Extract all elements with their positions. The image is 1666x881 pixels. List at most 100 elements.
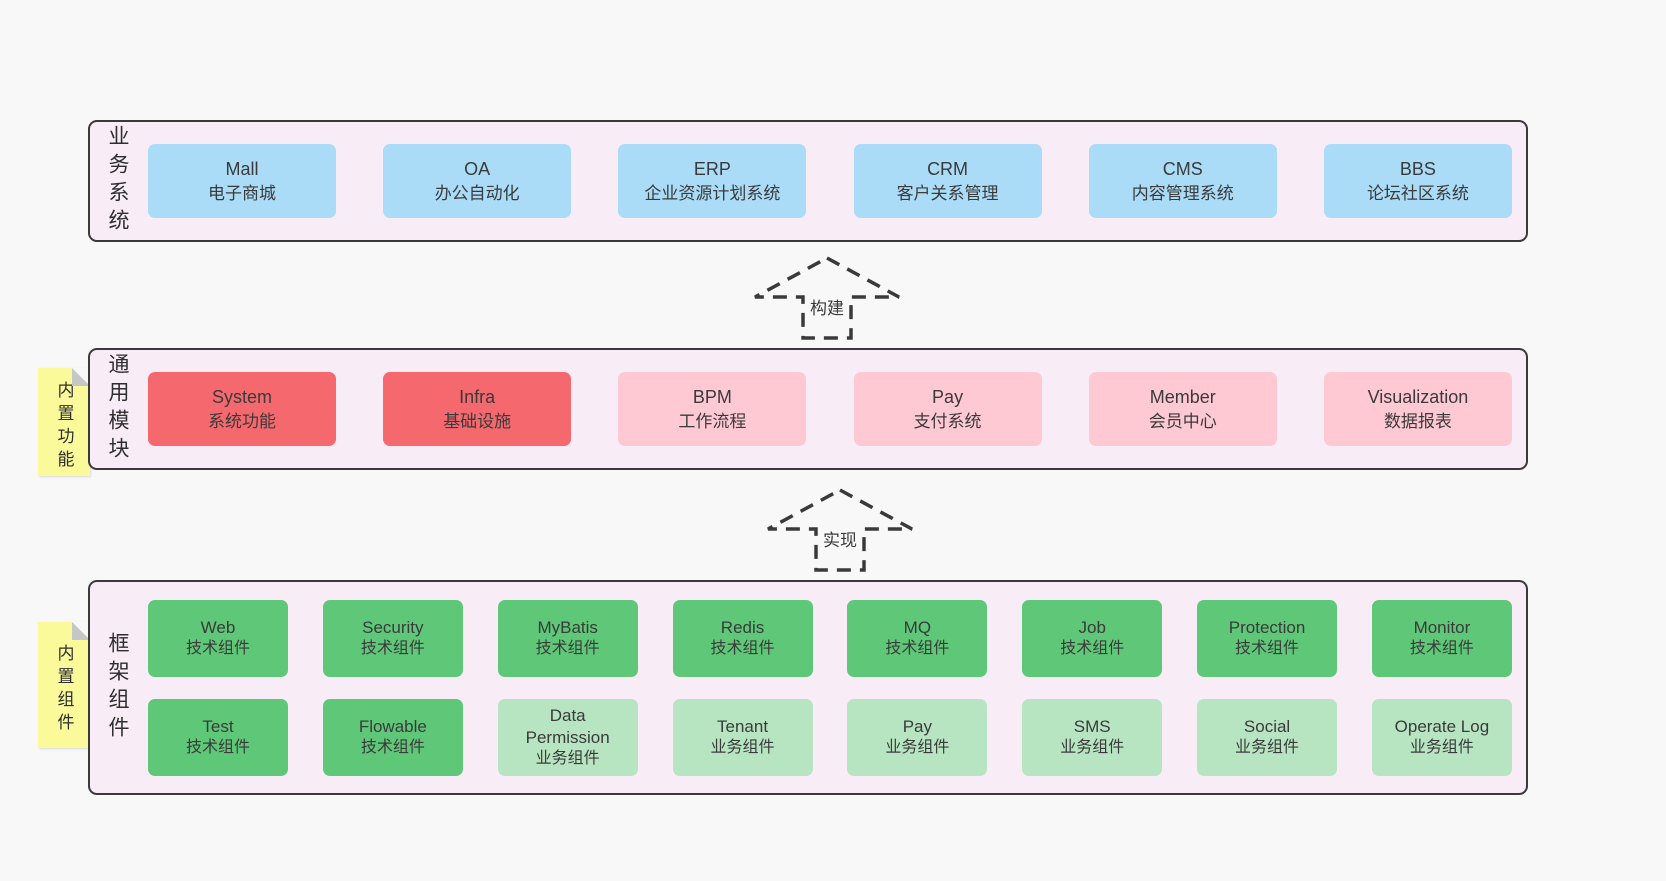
- module-boxes-row: System 系统功能 Infra 基础设施 BPM 工作流程 Pay 支付系统…: [148, 372, 1512, 446]
- sticky-note-built-in-components: 内置组件: [38, 622, 90, 748]
- box-subtitle: 论坛社区系统: [1366, 183, 1469, 203]
- box-title: MQ: [903, 617, 932, 637]
- box-title: BBS: [1399, 158, 1436, 179]
- box-infra: Infra 基础设施: [383, 372, 572, 446]
- build-arrow: 构建: [752, 255, 902, 341]
- box-title: Pay: [902, 716, 933, 736]
- sticky-label: 内置功能: [54, 381, 74, 473]
- box-sms: SMS 业务组件: [1022, 698, 1163, 776]
- box-erp: ERP 企业资源计划系统: [618, 144, 807, 218]
- box-subtitle: 客户关系管理: [896, 183, 999, 203]
- box-title: Redis: [720, 617, 765, 637]
- box-title: Tenant: [717, 716, 769, 736]
- box-subtitle: 业务组件: [535, 749, 600, 767]
- sticky-fold-icon: [72, 368, 90, 386]
- layer-common-modules: 通用模块 System 系统功能 Infra 基础设施 BPM 工作流程 Pay…: [88, 348, 1528, 470]
- up-arrow-icon: [767, 488, 913, 572]
- component-row-1: Web 技术组件 Security 技术组件 MyBatis 技术组件 Redi…: [148, 599, 1512, 677]
- box-title: Operate Log: [1394, 716, 1490, 736]
- box-title: Monitor: [1413, 617, 1471, 637]
- component-row-2: Test 技术组件 Flowable 技术组件 Data Permission …: [148, 698, 1512, 776]
- box-subtitle: 会员中心: [1148, 411, 1217, 431]
- box-subtitle: 企业资源计划系统: [644, 183, 781, 203]
- box-title: Pay: [932, 386, 964, 407]
- box-title: Mall: [225, 158, 259, 179]
- box-title: Data Permission: [525, 705, 610, 747]
- box-title: SMS: [1073, 716, 1111, 736]
- box-mall: Mall 电子商城: [148, 144, 336, 218]
- box-subtitle: 技术组件: [360, 738, 425, 756]
- box-title: Social: [1243, 716, 1291, 736]
- box-title: Security: [362, 617, 424, 637]
- box-bbs: BBS 论坛社区系统: [1323, 144, 1512, 218]
- box-visualization: Visualization 数据报表: [1323, 372, 1512, 446]
- layer-business-systems: 业务系统 Mall 电子商城 OA 办公自动化 ERP 企业资源计划系统 CRM…: [88, 120, 1528, 242]
- box-subtitle: 业务组件: [885, 738, 950, 756]
- box-title: OA: [464, 158, 491, 179]
- box-security: Security 技术组件: [322, 599, 463, 677]
- box-job: Job 技术组件: [1022, 599, 1163, 677]
- box-subtitle: 技术组件: [1409, 639, 1474, 657]
- box-title: Visualization: [1367, 386, 1469, 407]
- box-title: Web: [200, 617, 236, 637]
- box-subtitle: 支付系统: [913, 411, 982, 431]
- box-social: Social 业务组件: [1197, 698, 1338, 776]
- box-web: Web 技术组件: [148, 599, 288, 677]
- box-subtitle: 办公自动化: [434, 183, 520, 203]
- implement-arrow-label: 实现: [821, 524, 859, 552]
- box-oa: OA 办公自动化: [383, 144, 572, 218]
- layer-framework-components: 框架组件 Web 技术组件 Security 技术组件 MyBatis 技术组件…: [88, 580, 1528, 795]
- box-title: Job: [1078, 617, 1106, 637]
- box-subtitle: 电子商城: [208, 183, 276, 203]
- box-title: MyBatis: [537, 617, 598, 637]
- layer-label-framework-components: 框架组件: [106, 631, 129, 744]
- box-subtitle: 系统功能: [208, 411, 276, 431]
- up-arrow-icon: [754, 256, 900, 340]
- box-subtitle: 业务组件: [710, 738, 775, 756]
- box-cms: CMS 内容管理系统: [1088, 144, 1277, 218]
- box-title: CRM: [927, 158, 969, 179]
- box-subtitle: 技术组件: [1060, 639, 1125, 657]
- box-pay-module: Pay 支付系统: [853, 372, 1042, 446]
- implement-arrow: 实现: [765, 487, 915, 573]
- box-title: Test: [202, 716, 234, 736]
- box-subtitle: 技术组件: [185, 738, 250, 756]
- box-title: Member: [1149, 386, 1216, 407]
- box-operate-log: Operate Log 业务组件: [1371, 698, 1512, 776]
- box-data-permission: Data Permission 业务组件: [497, 698, 638, 776]
- box-test: Test 技术组件: [148, 698, 288, 776]
- box-title: BPM: [692, 386, 732, 407]
- box-crm: CRM 客户关系管理: [853, 144, 1042, 218]
- box-subtitle: 技术组件: [710, 639, 775, 657]
- component-rows: Web 技术组件 Security 技术组件 MyBatis 技术组件 Redi…: [148, 599, 1512, 776]
- build-arrow-label: 构建: [808, 292, 846, 320]
- box-monitor: Monitor 技术组件: [1371, 599, 1512, 677]
- sticky-label: 内置组件: [54, 644, 74, 736]
- box-redis: Redis 技术组件: [672, 599, 813, 677]
- box-subtitle: 技术组件: [1235, 639, 1300, 657]
- box-title: System: [211, 386, 272, 407]
- layer-label-business-systems: 业务系统: [106, 125, 129, 237]
- box-title: Infra: [459, 386, 496, 407]
- box-title: Protection: [1228, 617, 1306, 637]
- sticky-fold-icon: [72, 622, 90, 640]
- box-subtitle: 基础设施: [443, 411, 512, 431]
- box-subtitle: 技术组件: [885, 639, 950, 657]
- box-subtitle: 数据报表: [1383, 411, 1452, 431]
- box-pay-component: Pay 业务组件: [847, 698, 988, 776]
- business-boxes-row: Mall 电子商城 OA 办公自动化 ERP 企业资源计划系统 CRM 客户关系…: [148, 144, 1512, 218]
- box-subtitle: 内容管理系统: [1131, 183, 1234, 203]
- box-bpm: BPM 工作流程: [618, 372, 807, 446]
- box-subtitle: 技术组件: [185, 639, 250, 657]
- box-member: Member 会员中心: [1088, 372, 1277, 446]
- box-flowable: Flowable 技术组件: [322, 698, 463, 776]
- box-subtitle: 业务组件: [1060, 738, 1125, 756]
- box-tenant: Tenant 业务组件: [672, 698, 813, 776]
- box-mq: MQ 技术组件: [847, 599, 988, 677]
- box-subtitle: 技术组件: [360, 639, 425, 657]
- box-title: ERP: [693, 158, 731, 179]
- box-subtitle: 业务组件: [1235, 738, 1300, 756]
- box-protection: Protection 技术组件: [1197, 599, 1338, 677]
- box-system: System 系统功能: [148, 372, 336, 446]
